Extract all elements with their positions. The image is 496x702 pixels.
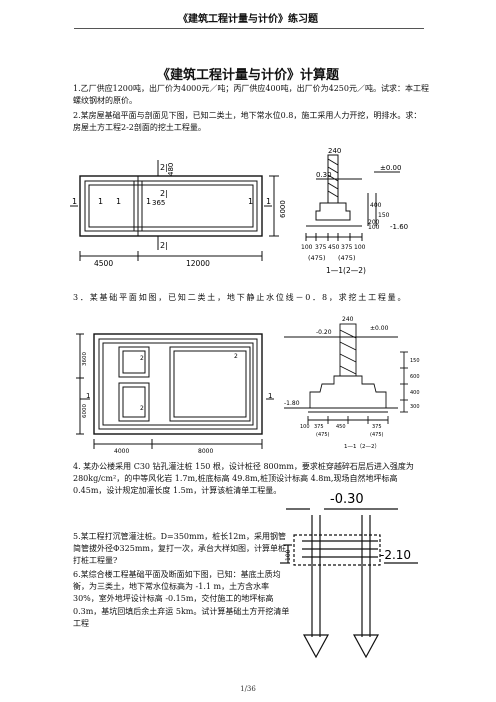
cut-label-2-top: 2|: [160, 163, 168, 172]
foundation-plan-figure-3: 1 1 2 2 2 3600 6000 4000 8000: [76, 333, 274, 453]
dim-4000: 4000: [114, 448, 129, 453]
dim-6000: 6000: [279, 200, 287, 218]
cut-label-2-bot: 2: [140, 405, 144, 412]
cut-label-1-d: 1: [248, 197, 253, 206]
dim-240: 240: [328, 147, 341, 155]
dim-375-a: 375: [315, 244, 327, 251]
cut-label-2-mid: 2|: [160, 189, 168, 198]
elevation-0.20: -0.20: [316, 329, 332, 336]
dim-400: 400: [370, 202, 382, 209]
cut-label-2-bot: 2|: [160, 241, 168, 250]
dim-600: 600: [410, 374, 420, 380]
dim-450: 450: [336, 424, 346, 430]
elevation-0.00: ±0.00: [380, 164, 401, 172]
dim-150: 150: [410, 358, 420, 364]
dim-3600: 3600: [82, 352, 88, 366]
cut-label-2-right: 2: [234, 353, 238, 360]
dim-375-a: 375: [314, 424, 324, 430]
dim-6000: 6000: [82, 404, 88, 418]
dim-240: 240: [342, 316, 354, 323]
dim-100: 100: [368, 224, 380, 231]
dim-100-a: 100: [301, 244, 313, 251]
dim-8000: 8000: [198, 448, 213, 453]
foundation-plan-figure-1: 2| 2| 2| 480 365 1 1 1 1 1 1 6000 4500 1…: [70, 160, 287, 268]
dim-100: 100: [285, 549, 292, 561]
elevation-0.30: -0.30: [330, 492, 364, 507]
dim-475-a: (475): [308, 254, 325, 262]
dim-375-b: 375: [341, 244, 353, 251]
dim-300: 300: [410, 404, 420, 410]
dim-100-b: 100: [354, 244, 366, 251]
elevation-2.10: -2.10: [380, 548, 411, 562]
question-4: 4. 某办公楼采用 C30 钻孔灌注桩 150 根，设计桩径 800mm，要求桩…: [73, 462, 414, 496]
elevation-0.30: 0.30: [316, 171, 332, 179]
elevation-0.00: ±0.00: [370, 325, 389, 332]
page-number: 1/36: [240, 685, 256, 693]
dim-150: 150: [378, 212, 390, 219]
question-5: 5.某工程打沉管灌注桩。D=350mm，桩长12m，采用钢管简管拔外径Φ325m…: [73, 532, 286, 566]
dim-4500: 4500: [94, 259, 113, 268]
elevation-1.60: -1.60: [390, 223, 408, 231]
question-1: 1.乙厂供应1200吨，出厂价为4000元／吨；丙厂供应400吨，出厂价为425…: [73, 84, 429, 106]
document-title: 《建筑工程计量与计价》计算题: [156, 68, 339, 83]
section-label: 1—1（2—2）: [344, 443, 380, 450]
section-label: 1—1(2—2): [326, 266, 366, 275]
question-6: 6.某综合楼工程基础平面及断面如下图，已知：基底土质均衡，为三类土，地下常水位标…: [73, 570, 290, 628]
dim-200: 200: [368, 219, 380, 226]
dim-450: 450: [328, 244, 340, 251]
foundation-section-figure-4: 240 ±0.00 -0.20 -1.80 150 600 400 300 10…: [284, 316, 420, 450]
pile-cap-figure-5: -0.30 -2.10 100: [280, 492, 418, 659]
dim-365: 365: [152, 199, 165, 207]
cut-label-1-c: 1: [146, 197, 151, 206]
page-header: 《建筑工程计量与计价》练习题: [178, 14, 318, 25]
dim-400: 400: [410, 390, 420, 396]
dim-12000: 12000: [186, 259, 210, 268]
dim-375-b: 375: [372, 424, 382, 430]
cut-label-1-left: 1: [86, 392, 90, 400]
dim-100: 100: [300, 424, 310, 430]
foundation-section-figure-2: 240 ±0.00 0.30 400 150 100 200 -1.60 100…: [301, 147, 408, 275]
dim-475-b: (475): [338, 254, 355, 262]
question-3: 3．某基础平面如图，已知二类土，地下静止水位线－0．8，求挖土工程量。: [73, 293, 408, 302]
question-2: 2.某房屋基础平面与剖面见下图，已知二类土，地下常水位0.8，施工采用人力开挖，…: [73, 111, 422, 133]
cut-label-1-a: 1: [98, 197, 103, 206]
cut-label-1-left: 1: [72, 197, 77, 206]
cut-label-1-right: 1: [266, 197, 271, 206]
cut-label-2-top: 2: [140, 355, 144, 362]
elevation-1.80: -1.80: [284, 400, 300, 407]
dim-475-a: (475): [316, 432, 329, 438]
dim-480: 480: [167, 163, 175, 176]
dim-475-b: (475): [370, 432, 383, 438]
header-rule: [74, 28, 424, 29]
cut-label-1-b: 1: [116, 197, 121, 206]
cut-label-1-right: 1: [268, 392, 272, 400]
